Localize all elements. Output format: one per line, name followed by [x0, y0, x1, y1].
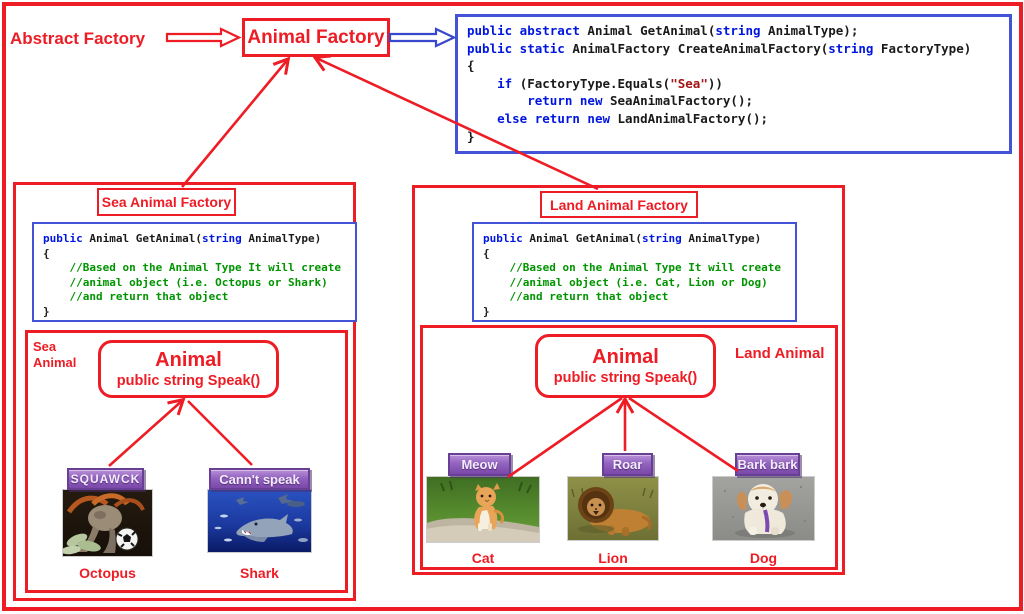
abstract-factory-label: Abstract Factory — [10, 29, 146, 48]
shark-label: Shark — [240, 565, 279, 581]
land-animal-factory-title-box: Land Animal Factory — [540, 191, 698, 218]
octopus-image — [61, 489, 153, 557]
land-animal-class-box: Animal public string Speak() — [535, 334, 716, 398]
sea-animal-class-box: Animal public string Speak() — [98, 340, 279, 398]
sea-animal-class-method: public string Speak() — [116, 373, 261, 389]
cat-label: Cat — [471, 550, 495, 566]
cat-image — [426, 476, 540, 543]
dog-image — [712, 476, 815, 541]
octopus-speech-bubble: SQUAWCK — [67, 468, 144, 490]
land-animal-class-method: public string Speak() — [553, 370, 698, 386]
land-animal-group-label: Land Animal — [735, 345, 825, 362]
sea-animal-factory-title-box: Sea Animal Factory — [97, 188, 236, 216]
shark-image — [207, 489, 312, 553]
land-animal-class-name: Animal — [592, 346, 659, 368]
animal-factory-label: Animal Factory — [247, 26, 385, 48]
sea-animal-class-name: Animal — [155, 349, 222, 371]
animal-factory-box: Animal Factory — [242, 18, 390, 57]
lion-label: Lion — [598, 550, 628, 566]
land-factory-code-block: public Animal GetAnimal(string AnimalTyp… — [472, 222, 797, 322]
dog-label: Dog — [749, 550, 778, 566]
lion-image — [567, 476, 659, 541]
sea-factory-code-block: public Animal GetAnimal(string AnimalTyp… — [32, 222, 357, 322]
dog-speech-bubble: Bark bark — [735, 453, 800, 476]
cat-speech-bubble: Meow — [448, 453, 511, 476]
animal-factory-code-block: public abstract Animal GetAnimal(string … — [455, 14, 1012, 154]
octopus-label: Octopus — [79, 565, 136, 581]
shark-speech-bubble: Cann't speak — [209, 468, 310, 490]
land-animal-factory-title: Land Animal Factory — [550, 196, 688, 213]
lion-speech-bubble: Roar — [602, 453, 653, 476]
sea-animal-group-label: Sea Animal — [33, 339, 77, 370]
sea-animal-factory-title: Sea Animal Factory — [101, 194, 232, 210]
